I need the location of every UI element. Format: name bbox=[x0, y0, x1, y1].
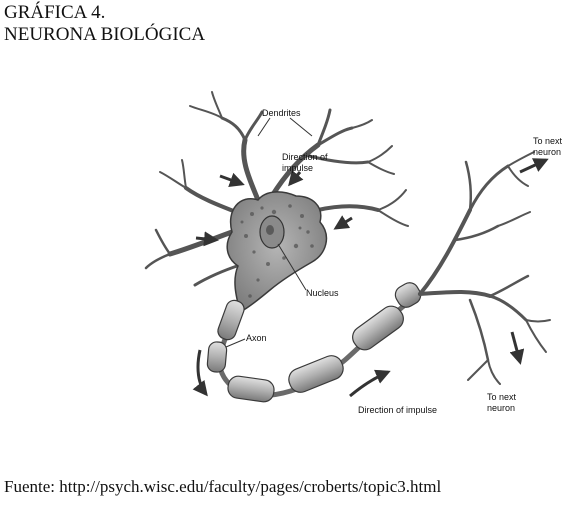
label-direction-bottom: Direction of impulse bbox=[358, 405, 437, 415]
label-to-next-top-line1: To next bbox=[533, 136, 563, 146]
nucleus-leader-line bbox=[277, 243, 307, 291]
impulse-arrows bbox=[192, 158, 549, 398]
label-direction-top-line2: impulse bbox=[282, 163, 313, 173]
dendrites bbox=[144, 91, 409, 287]
figure-heading: GRÁFICA 4. NEURONA BIOLÓGICA bbox=[4, 2, 205, 46]
label-to-next-bottom-line2: neuron bbox=[487, 403, 515, 413]
figure-title: NEURONA BIOLÓGICA bbox=[4, 24, 206, 45]
label-nucleus: Nucleus bbox=[306, 288, 339, 298]
axon-terminals bbox=[418, 151, 551, 385]
dendrites-leader-lines bbox=[257, 117, 313, 137]
label-axon: Axon bbox=[246, 333, 267, 343]
label-to-next-top-line2: neuron bbox=[533, 147, 561, 157]
cell-body bbox=[226, 191, 328, 314]
figure-number: GRÁFICA 4. bbox=[4, 2, 106, 23]
axon-leader-line bbox=[225, 338, 246, 348]
label-to-next-bottom-line1: To next bbox=[487, 392, 517, 402]
label-dendrites: Dendrites bbox=[262, 108, 301, 118]
cell-body-texture bbox=[240, 204, 314, 298]
label-direction-top-line1: Direction of bbox=[282, 152, 328, 162]
source-citation: Fuente: http://psych.wisc.edu/faculty/pa… bbox=[4, 477, 442, 496]
myelin-sheath bbox=[206, 282, 422, 403]
nucleolus bbox=[266, 225, 274, 235]
